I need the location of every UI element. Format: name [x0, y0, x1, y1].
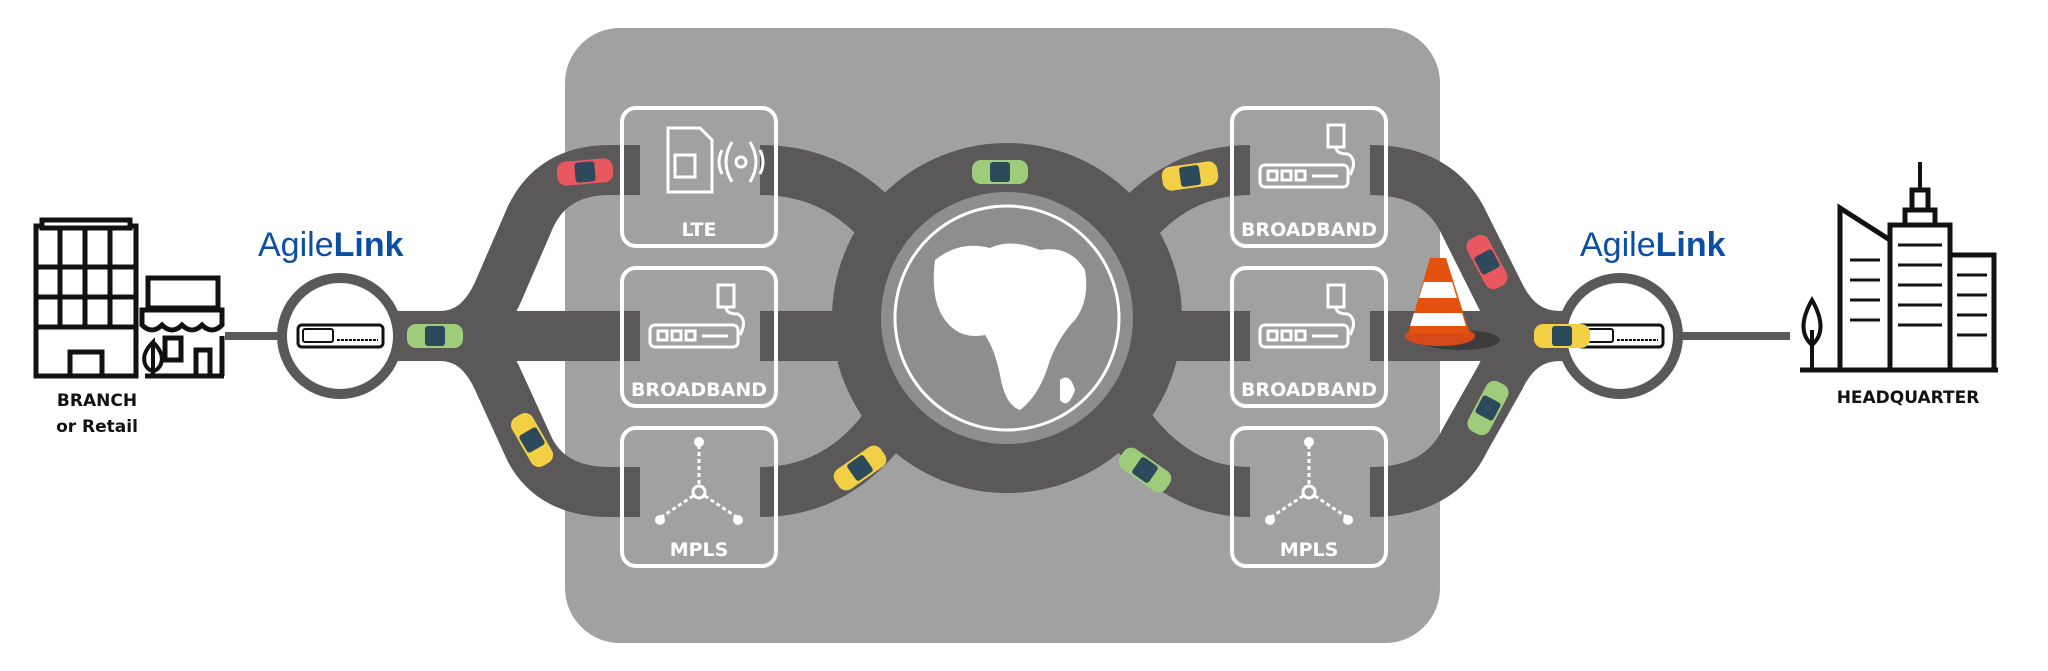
sim-card-signal-icon	[666, 126, 765, 194]
branch-building-icon	[33, 217, 225, 379]
car-icon	[1161, 161, 1219, 191]
modem-icon	[1258, 283, 1355, 349]
agilelink-device-left	[277, 273, 403, 399]
link-box-broadband-right-2: BROADBAND	[1230, 266, 1388, 408]
traffic-cone-icon	[1405, 258, 1500, 350]
car-icon	[972, 160, 1028, 184]
link-label: LTE	[682, 219, 717, 241]
car-icon	[1466, 234, 1508, 290]
branch-label-sub: or Retail	[56, 417, 138, 437]
network-nodes-icon	[655, 437, 743, 525]
headquarter-building-icon	[1800, 162, 1998, 373]
link-box-mpls-right: MPLS	[1230, 426, 1388, 568]
car-icon	[1118, 447, 1172, 493]
link-label: MPLS	[670, 539, 729, 561]
globe-icon	[881, 192, 1133, 444]
car-icon	[510, 413, 554, 467]
car-icon	[1467, 380, 1509, 436]
car-icon	[556, 158, 614, 186]
link-box-broadband-left: BROADBAND	[620, 266, 778, 408]
modem-icon	[648, 283, 745, 349]
link-label: MPLS	[1280, 539, 1339, 561]
branch-label: BRANCH	[57, 391, 137, 411]
agilelink-logo-right: AgileLink	[1580, 226, 1726, 264]
link-box-mpls-left: MPLS	[620, 426, 778, 568]
car-icon	[833, 445, 887, 491]
link-box-broadband-right-1: BROADBAND	[1230, 106, 1388, 248]
cars	[407, 158, 1590, 493]
link-label: BROADBAND	[631, 379, 767, 401]
link-label: BROADBAND	[1241, 379, 1377, 401]
link-label: BROADBAND	[1241, 219, 1377, 241]
modem-icon	[1258, 123, 1355, 189]
link-box-lte: LTE	[620, 106, 778, 248]
headquarter-label: HEADQUARTER	[1837, 388, 1980, 408]
car-icon	[1534, 324, 1590, 348]
car-icon	[407, 324, 463, 348]
agilelink-device-right	[1557, 273, 1683, 399]
network-nodes-icon	[1265, 437, 1353, 525]
agilelink-logo-left: AgileLink	[258, 226, 404, 264]
